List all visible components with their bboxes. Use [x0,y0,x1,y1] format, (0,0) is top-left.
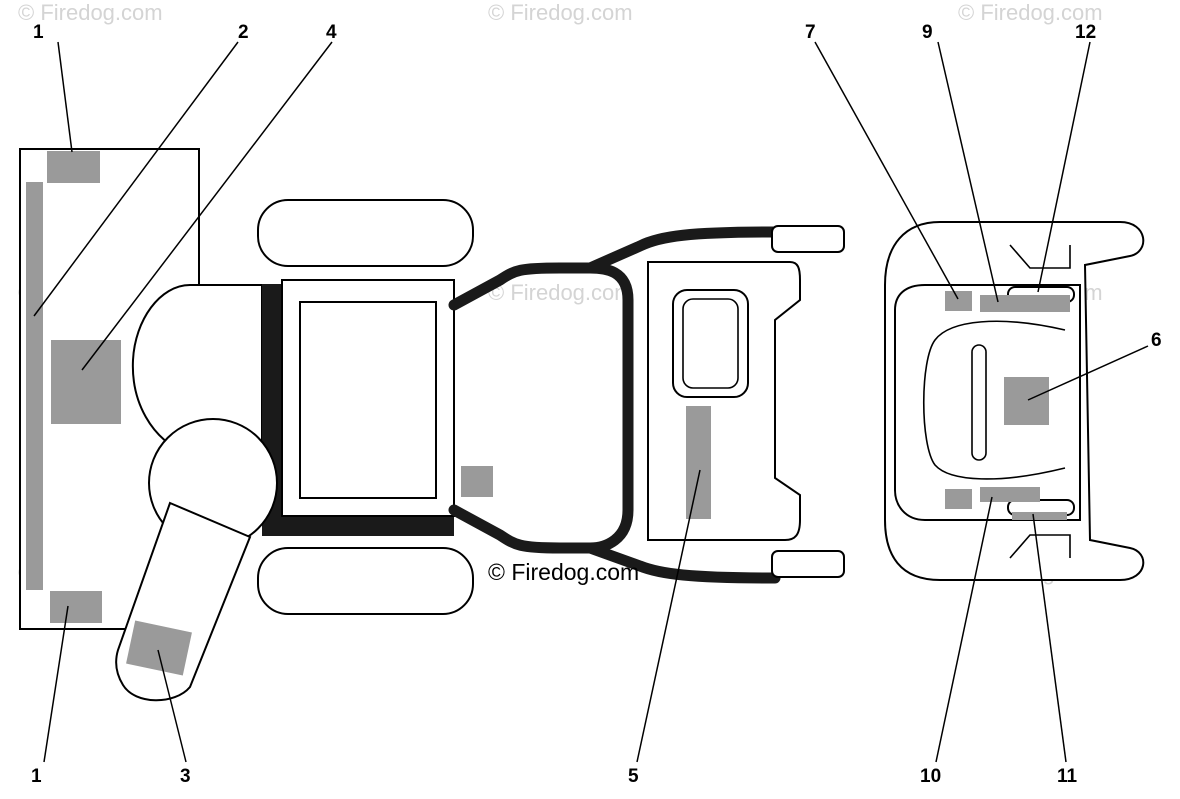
decal-2 [26,182,43,590]
callout-6: 6 [1151,330,1162,351]
leader-5 [636,469,701,763]
watermark-faint: © Firedog.com [488,0,633,25]
callout-2: 2 [238,22,249,43]
engine-top-panel [299,301,437,499]
console-slot [971,344,987,461]
decal-10 [980,487,1040,502]
leader-1-top [57,41,73,153]
decal-9 [980,295,1070,312]
watermark-faint: © Firedog.com [18,0,163,25]
callout-10: 10 [920,766,941,787]
leader-12 [1037,41,1091,293]
leader-7 [814,41,959,300]
leader-11 [1032,513,1067,763]
handle-rail-upper [448,226,781,311]
decal-11 [1012,512,1067,520]
grip-upper [771,225,845,253]
decal-1-top [47,151,100,183]
callout-4: 4 [326,22,337,43]
console-bezel [922,320,1066,480]
handle-rail-lower [448,504,781,584]
callout-numbers: 1 2 4 7 9 12 6 1 3 5 10 11 [31,22,1162,787]
decal-engine [461,466,493,497]
leader-9 [937,41,999,303]
callout-12: 12 [1075,22,1096,43]
decal-3 [126,620,192,676]
callout-7: 7 [805,22,816,43]
leader-lines [33,41,1149,763]
watermark-faint: © Firedog.com [958,0,1103,25]
tire-lower [257,547,474,615]
callout-5: 5 [628,766,639,787]
watermark: © Firedog.com [488,559,639,585]
handle-crossbar [584,262,634,554]
decal-7 [945,291,972,311]
leader-1-bottom [43,605,69,763]
console-notch-upper [1009,244,1071,269]
operator-console-view [884,221,1145,581]
leader-6 [1027,345,1149,401]
callout-1-bottom: 1 [31,766,42,787]
decal-4 [51,340,121,424]
leader-4 [81,41,333,371]
control-panel-window [672,289,749,398]
decal-10a [945,489,972,509]
tire-upper [257,199,474,267]
control-panel-window-inner [682,298,739,389]
callout-9: 9 [922,22,933,43]
decal-5 [686,406,711,519]
callout-1-top: 1 [33,22,44,43]
leader-10 [935,496,993,763]
decal-6 [1004,377,1049,425]
callout-11: 11 [1057,766,1078,787]
machine-top-view [19,148,845,702]
console-dash [894,284,1081,521]
leader-3 [157,649,187,763]
console-notch-lower [1009,534,1071,559]
watermark-faint: © Firedog.com [488,280,633,305]
callout-3: 3 [180,766,191,787]
leader-2 [33,41,239,317]
decal-1-bottom [50,591,102,623]
grip-lower [771,550,845,578]
